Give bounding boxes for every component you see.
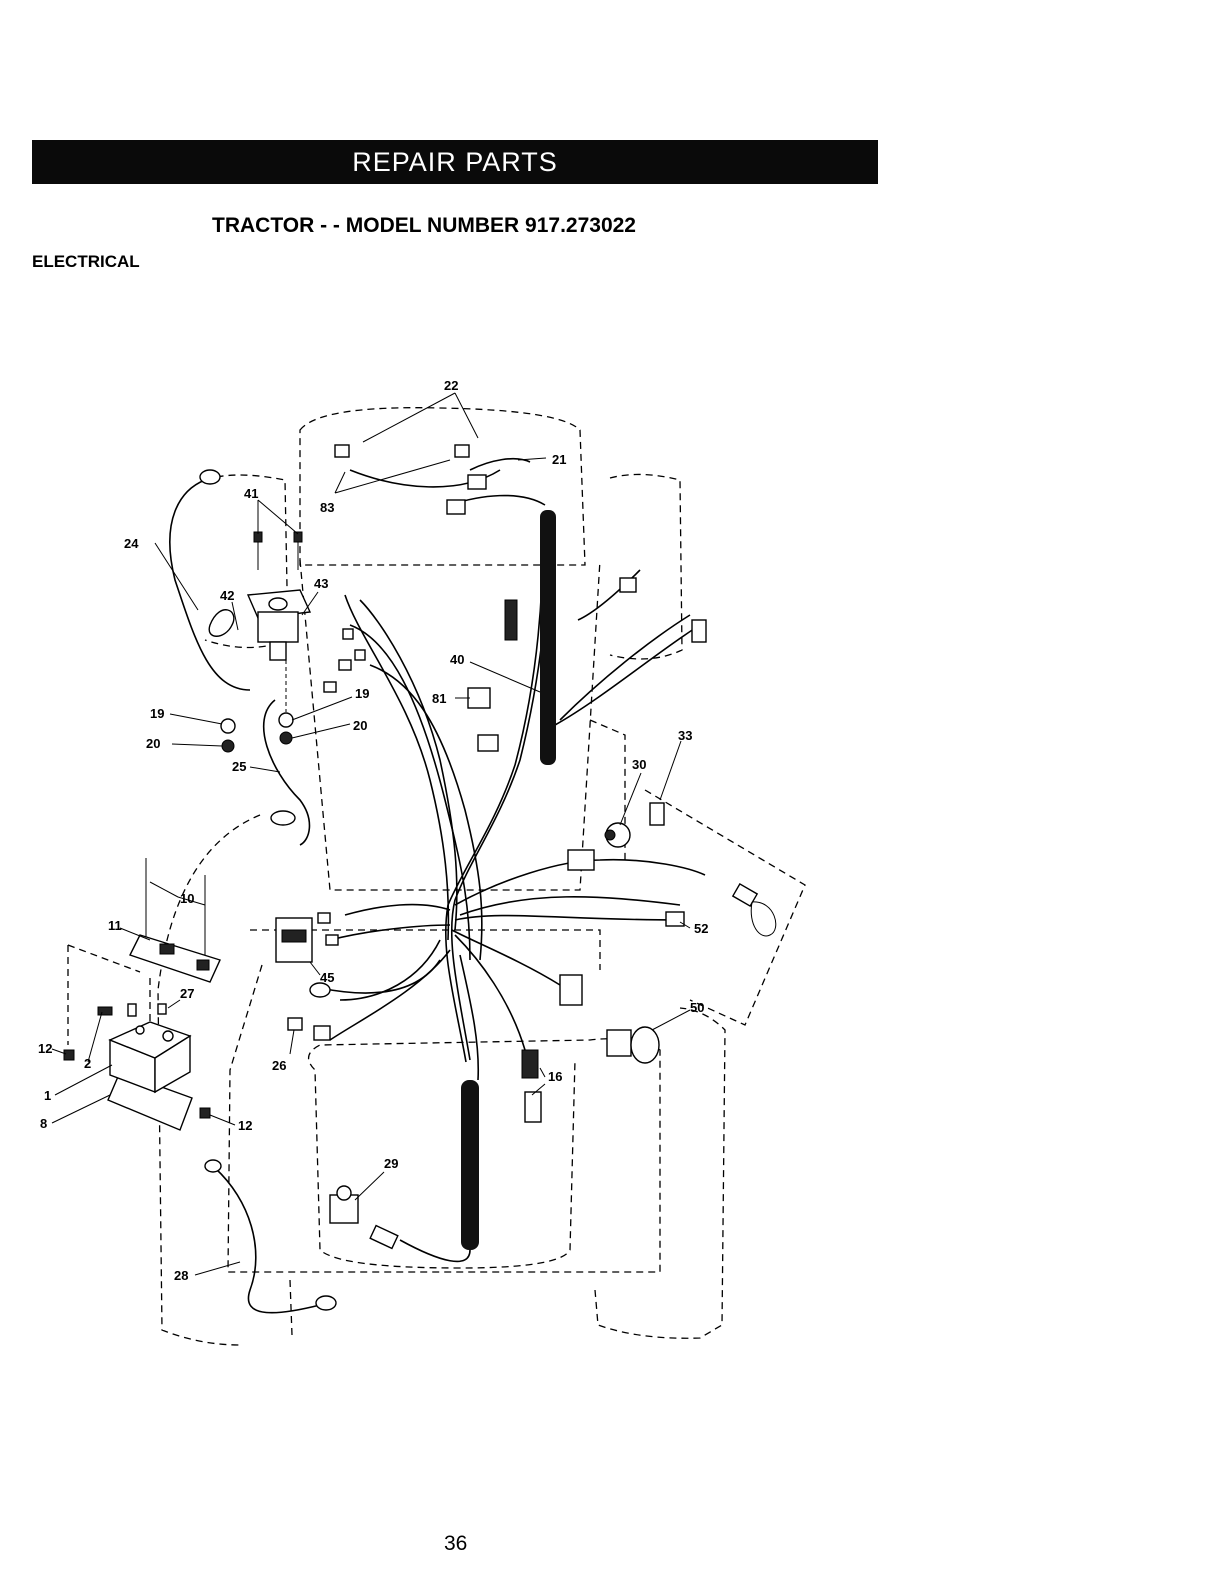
callout-label: 83	[320, 500, 334, 515]
callout-leaders	[51, 392, 691, 1276]
battery-tray	[63, 858, 221, 1131]
connectors-switches	[287, 444, 777, 1250]
callout-label: 19	[355, 686, 369, 701]
callout-label: 11	[108, 918, 122, 933]
page-number: 36	[444, 1532, 468, 1555]
callout-label: 81	[432, 691, 446, 706]
callout-label: 19	[150, 706, 164, 721]
callout-label: 28	[174, 1268, 188, 1283]
callout-label: 2	[84, 1056, 91, 1071]
module-45	[275, 917, 313, 963]
solenoid-assembly	[208, 531, 312, 753]
model-title: TRACTOR - - MODEL NUMBER 917.273022	[212, 214, 636, 237]
callout-label: 50	[690, 1000, 704, 1015]
callout-label: 12	[38, 1041, 52, 1056]
section-banner: REPAIR PARTS	[32, 140, 878, 184]
callout-label: 30	[632, 757, 646, 772]
coiled-conduits	[399, 510, 556, 1263]
main-wire-harness	[329, 457, 706, 1081]
banner-text: REPAIR PARTS	[352, 147, 558, 177]
callout-label: 26	[272, 1058, 286, 1073]
callout-label: 21	[552, 452, 566, 467]
callout-label: 52	[694, 921, 708, 936]
callout-label: 1	[44, 1088, 51, 1103]
callout-label: 25	[232, 759, 246, 774]
callout-label: 42	[220, 588, 234, 603]
callout-label: 22	[444, 378, 458, 393]
battery-cables	[169, 469, 441, 1314]
section-label: ELECTRICAL	[32, 252, 140, 271]
tractor-outline	[67, 407, 806, 1346]
callout-label: 29	[384, 1156, 398, 1171]
callout-label: 33	[678, 728, 692, 743]
callout-label: 20	[353, 718, 367, 733]
callout-label: 8	[40, 1116, 47, 1131]
callout-label: 43	[314, 576, 328, 591]
callout-label: 16	[548, 1069, 562, 1084]
callout-label: 27	[180, 986, 194, 1001]
callout-label: 41	[244, 486, 258, 501]
callout-label: 40	[450, 652, 464, 667]
callout-label: 20	[146, 736, 160, 751]
callout-label: 12	[238, 1118, 252, 1133]
callout-label: 10	[180, 891, 194, 906]
callout-numbers: 22 21 83 41 24 43 42 40 81 19 19 20 20 3…	[38, 378, 708, 1283]
callout-label: 24	[124, 536, 139, 551]
callout-label: 45	[320, 970, 334, 985]
